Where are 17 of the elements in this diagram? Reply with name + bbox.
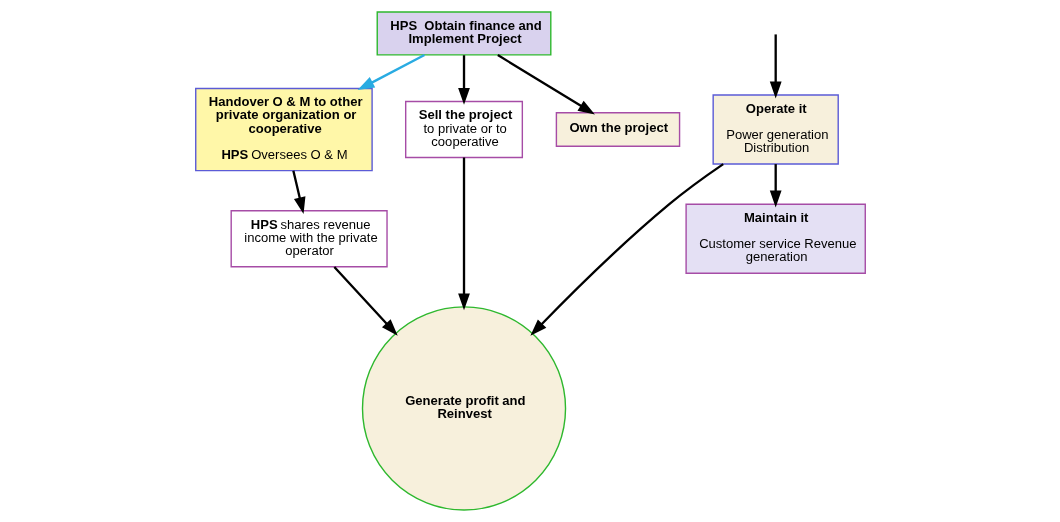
- node-box: Operate it Power generation Distribution: [711, 94, 839, 165]
- arrow: [496, 54, 595, 115]
- arrow: [529, 163, 724, 336]
- node-box: Handover O & M to other private organization or cooperative HPS Oversees O & M: [194, 87, 373, 172]
- arrow: [291, 170, 305, 215]
- arrow: [769, 164, 782, 208]
- node-box: Own the project: [555, 112, 680, 147]
- node-circle: Generate profit and Reinvest: [361, 306, 566, 511]
- node-box: Sell the project to private or to cooperative: [404, 100, 523, 159]
- arrow: [333, 266, 398, 336]
- arrow: [457, 55, 470, 105]
- node-box: HPS shares revenue income with the private operator: [230, 210, 388, 268]
- node-box: HPS Obtain finance and Implement Project: [376, 11, 551, 56]
- arrow: [769, 34, 782, 99]
- arrow: [457, 157, 470, 311]
- node-box: Maintain it Customer service Revenue generation: [684, 203, 866, 274]
- arrow: [357, 54, 425, 91]
